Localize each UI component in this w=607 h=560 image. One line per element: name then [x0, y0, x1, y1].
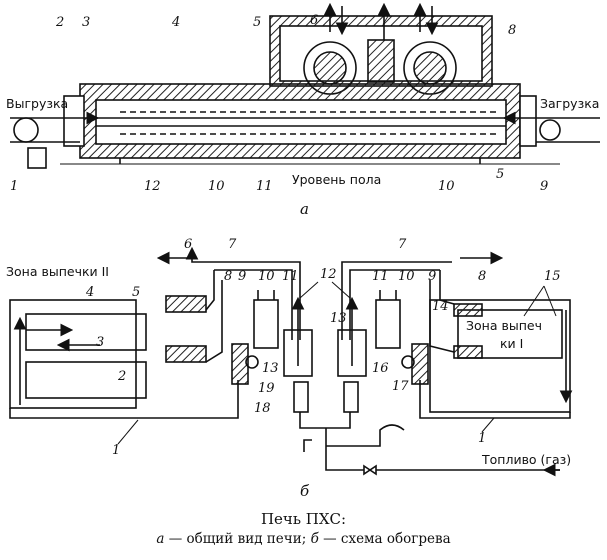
callout-b-9a: 9	[238, 269, 246, 284]
label-unload: Выгрузка	[6, 96, 68, 111]
label-load: Загрузка	[540, 96, 599, 111]
callout-a-5b: 5	[496, 167, 504, 182]
callout-b-5: 5	[132, 285, 140, 300]
sublabel-a: а	[300, 200, 309, 218]
callout-b-11a: 11	[282, 269, 299, 284]
caption-title: Печь ПХС:	[260, 510, 347, 528]
callout-b-4: 4	[85, 285, 94, 300]
zone-2-outer	[9, 299, 137, 409]
diagram-b	[9, 246, 573, 477]
label-zone-2: Зона выпечки II	[6, 264, 109, 279]
callout-b-14: 14	[432, 299, 449, 314]
callout-a-10a: 10	[208, 179, 225, 194]
duct-left	[200, 261, 301, 340]
callout-a-1: 1	[10, 179, 18, 194]
label-zone-1-line2: ки I	[500, 336, 523, 351]
callout-a-2: 2	[55, 15, 64, 30]
callout-b-7b: 7	[398, 237, 407, 252]
callout-b-6: 6	[184, 237, 192, 252]
callout-b-1b: 1	[478, 431, 486, 446]
callout-b-17: 17	[392, 379, 409, 394]
callout-a-3: 3	[82, 15, 90, 30]
callout-b-18: 18	[254, 401, 271, 416]
zone-2-channel-upper	[25, 313, 147, 351]
caption-text-a: — общий вид печи;	[164, 531, 311, 547]
drive-drum-left	[13, 117, 39, 143]
gas-pipe	[325, 428, 560, 471]
gas-valve	[363, 464, 377, 476]
callout-b-15: 15	[544, 269, 561, 284]
right-burner	[343, 381, 359, 413]
callout-b-3: 3	[96, 335, 104, 350]
callout-a-5: 5	[253, 15, 261, 30]
drive-drum-right	[539, 119, 561, 141]
zone-2-channel-lower	[25, 361, 147, 399]
sublabel-b: б	[300, 482, 310, 500]
label-fuel-gas: Топливо (газ)	[481, 452, 571, 467]
caption-letter-a: а	[156, 531, 165, 547]
caption-legend: а — общий вид печи; б — схема обогрева	[0, 531, 607, 547]
callout-b-10b: 10	[398, 269, 415, 284]
callout-a-9: 9	[540, 179, 548, 194]
callout-a-12: 12	[144, 179, 161, 194]
heat-exchanger	[367, 39, 395, 83]
callout-a-7: 7	[381, 13, 390, 28]
left-burner	[293, 381, 309, 413]
callout-b-9b: 9	[428, 269, 436, 284]
callout-a-4: 4	[171, 15, 180, 30]
drive-unit	[27, 147, 47, 169]
caption-text-b: — схема обогрева	[318, 531, 451, 547]
diagram-a-labels: 2 3 4 5 6 7 8 1 12 10 11 10 5 9 Выгрузка…	[6, 13, 599, 218]
callout-b-8a: 8	[224, 269, 232, 284]
oven-diagram: 2 3 4 5 6 7 8 1 12 10 11 10 5 9 Выгрузка…	[6, 2, 600, 500]
callout-b-16: 16	[372, 361, 389, 376]
duct-right	[341, 261, 452, 340]
callout-a-11: 11	[256, 179, 273, 194]
callout-b-12: 12	[320, 267, 337, 282]
callout-b-10a: 10	[258, 269, 275, 284]
callout-a-10b: 10	[438, 179, 455, 194]
callout-b-11b: 11	[372, 269, 389, 284]
callout-a-6: 6	[310, 13, 318, 28]
zone-1-outer	[429, 299, 571, 413]
callout-b-2: 2	[117, 369, 126, 384]
callout-b-7a: 7	[228, 237, 237, 252]
callout-b-1a: 1	[112, 443, 120, 458]
label-zone-1-line1: Зона выпеч	[466, 318, 542, 333]
baking-chamber	[95, 99, 507, 145]
callout-b-8b: 8	[478, 269, 486, 284]
callout-a-8: 8	[508, 23, 516, 38]
callout-b-19: 19	[258, 381, 275, 396]
caption-letter-b: б	[310, 531, 319, 547]
callout-b-13b: 13	[330, 311, 347, 326]
diagram-b-labels: 6 7 7 12 8 8 11 10 9 9 10 11 15 4 5 3 2 …	[6, 237, 571, 500]
callout-b-13a: 13	[262, 361, 279, 376]
diagram-a	[10, 2, 600, 169]
label-floor-level: Уровень пола	[292, 172, 381, 187]
